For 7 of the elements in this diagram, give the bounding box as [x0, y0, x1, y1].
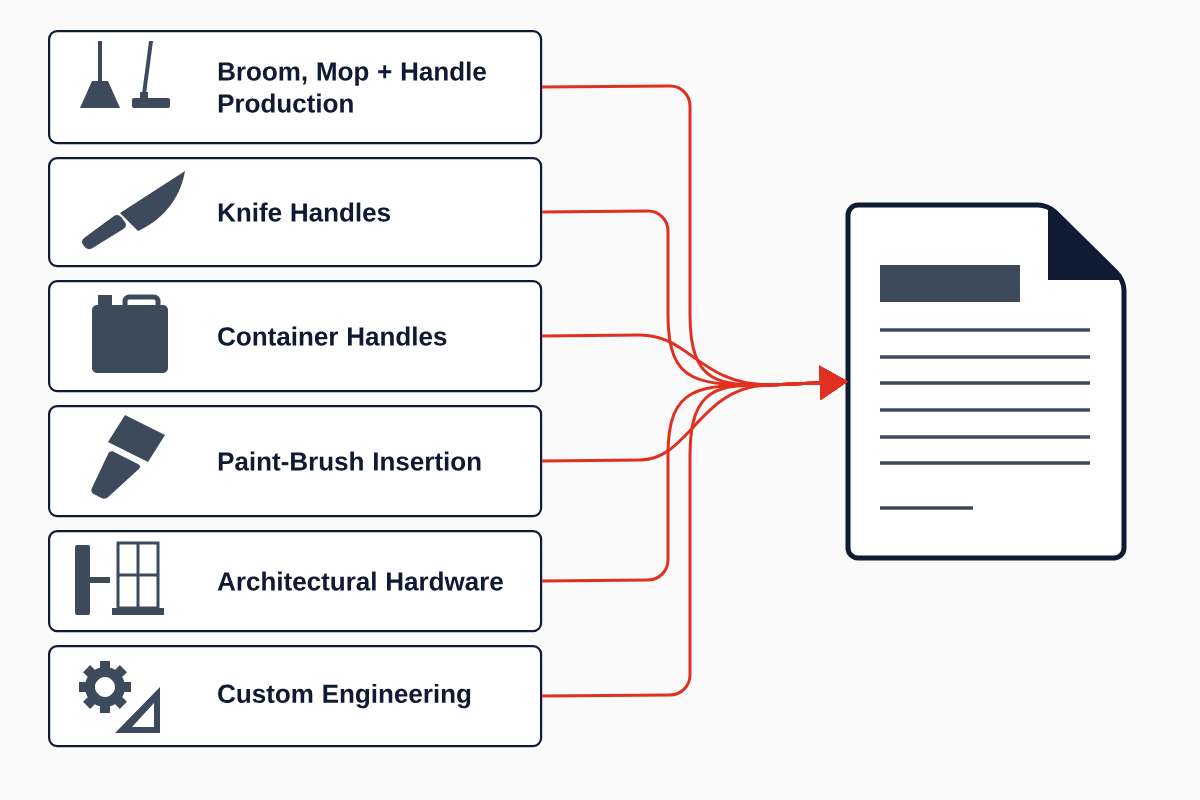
category-box: Knife Handles [48, 157, 543, 268]
category-box: Container Handles [48, 280, 543, 393]
category-box: Custom Engineering [48, 645, 543, 748]
category-box: Architectural Hardware [48, 530, 543, 633]
category-box: Paint-Brush Insertion [48, 405, 543, 518]
category-box: Broom, Mop + Handle Production [48, 30, 543, 145]
document-drawing [845, 202, 1127, 561]
